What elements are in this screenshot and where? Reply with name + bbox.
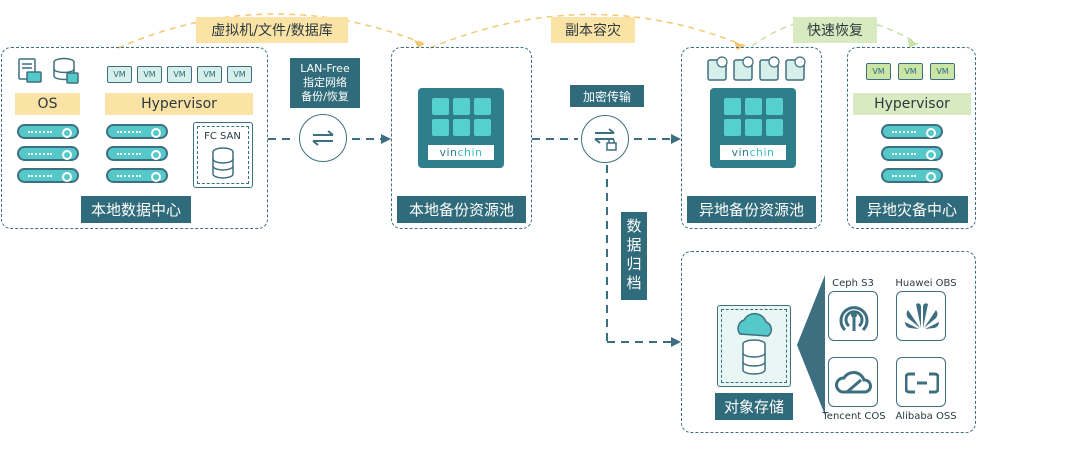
server-icon	[17, 124, 79, 139]
object-storage-title: 对象存储	[715, 393, 793, 420]
provider-funnel	[797, 275, 825, 415]
lan-free-label: LAN-Free 指定网络 备份/恢复	[290, 58, 360, 108]
provider-label-alibaba: Alibaba OSS	[895, 411, 957, 422]
vm-icon: VM	[898, 63, 923, 80]
encrypted-transfer-circle	[581, 115, 629, 163]
server-icon	[881, 124, 943, 139]
lan-free-line3: 备份/恢复	[301, 90, 349, 103]
remote-hypervisor-label: Hypervisor	[853, 93, 971, 115]
lan-free-line1: LAN-Free	[300, 62, 350, 75]
remote-backup-pool-title: 异地备份资源池	[687, 196, 816, 223]
fc-san-label: FC SAN	[204, 131, 241, 142]
server-icon	[881, 146, 943, 161]
vm-icon: VM	[930, 63, 955, 80]
flow-tag-replica-dr: 副本容灾	[551, 17, 635, 43]
provider-label-tencent: Tencent COS	[822, 411, 886, 422]
fc-san-box: FC SAN	[193, 122, 253, 188]
vm-icon: VM	[167, 66, 192, 83]
alibaba-cloud-icon	[905, 372, 939, 394]
encrypted-transfer-label: 加密传输	[570, 85, 644, 107]
encrypted-arrow-icon	[594, 128, 617, 151]
local-backup-pool-title: 本地备份资源池	[397, 196, 526, 223]
object-storage-device	[717, 305, 791, 387]
ceph-icon	[839, 306, 869, 332]
local-datacenter-title: 本地数据中心	[81, 196, 191, 223]
provider-label-ceph: Ceph S3	[832, 278, 874, 289]
transfer-circle	[299, 114, 347, 162]
os-label: OS	[15, 93, 80, 115]
vm-icon: VM	[137, 66, 162, 83]
storage-stack-icon	[212, 147, 234, 179]
tencent-cos-logo	[828, 357, 878, 407]
hypervisor-label: Hypervisor	[105, 93, 253, 115]
server-icon	[106, 168, 168, 183]
tencent-cloud-icon	[835, 371, 872, 394]
database-icon	[53, 57, 79, 84]
local-datacenter-box	[1, 47, 268, 229]
server-icon	[106, 146, 168, 161]
lan-free-line2: 指定网络	[303, 76, 347, 89]
flow-tag-quick-restore: 快速恢复	[793, 17, 877, 43]
local-backup-pool-box	[391, 47, 532, 229]
ceph-s3-logo	[828, 291, 878, 341]
provider-label-huawei: Huawei OBS	[895, 278, 957, 289]
remote-dr-center-box	[847, 47, 976, 229]
cloud-database-icon	[737, 312, 772, 375]
object-storage-box	[681, 251, 976, 433]
vm-icon: VM	[227, 66, 252, 83]
flow-tag-vm-file-db: 虚拟机/文件/数据库	[196, 17, 348, 43]
data-archive-label: 数据归档	[621, 212, 647, 300]
tape-library-icons	[707, 56, 806, 81]
vm-icon: VM	[197, 66, 222, 83]
vm-icon: VM	[107, 66, 132, 83]
document-server-icon	[18, 58, 42, 83]
server-icon	[17, 146, 79, 161]
remote-dr-center-title: 异地灾备中心	[856, 196, 968, 223]
server-icon	[106, 124, 168, 139]
remote-backup-pool-box	[681, 47, 822, 229]
server-icon	[17, 168, 79, 183]
server-icon	[881, 168, 943, 183]
huawei-obs-logo	[896, 291, 946, 341]
bidirectional-arrow-icon	[312, 130, 334, 146]
vm-icon: VM	[866, 63, 891, 80]
huawei-icon	[905, 303, 939, 329]
alibaba-oss-logo	[896, 357, 946, 407]
